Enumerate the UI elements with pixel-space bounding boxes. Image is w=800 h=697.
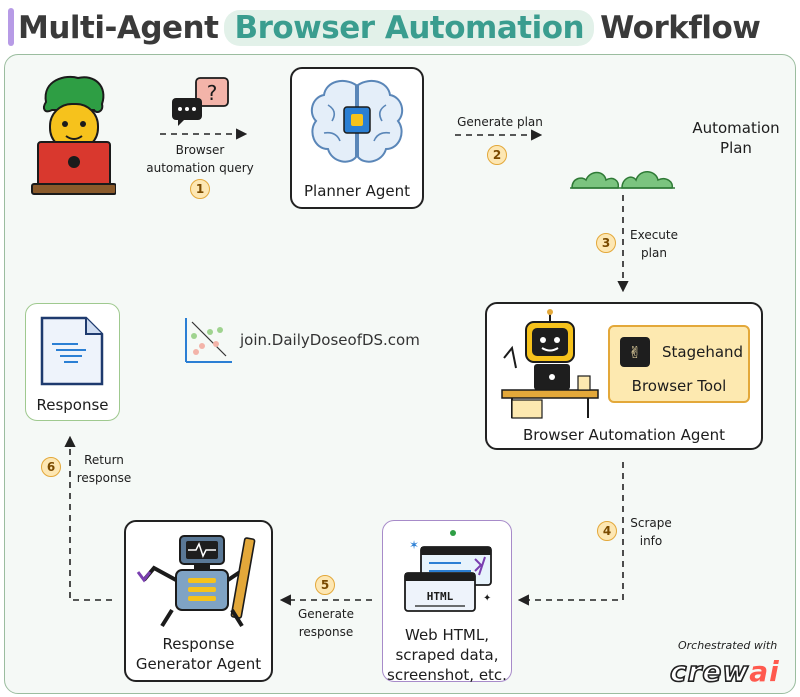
edge-step-3-line1: Execute (630, 228, 678, 242)
robot-at-desk-icon (501, 309, 599, 419)
brain-chip-icon (310, 79, 404, 163)
automation-plan-line1: Automation (692, 119, 780, 137)
arrow-step-4 (517, 462, 624, 606)
web-data-line1: Web HTML, (405, 626, 489, 644)
title-part-3: Workflow (600, 10, 761, 46)
tool-name: Stagehand (662, 343, 744, 361)
page-title: Multi-Agent Browser Automation Workflow (18, 6, 761, 50)
response-generator-agent-node: Response Generator Agent (124, 520, 273, 682)
title-accent-bar (8, 8, 14, 46)
edge-label-step-4: Scrape info (628, 514, 674, 550)
edge-step-5-line2: response (298, 625, 354, 639)
document-icon (40, 316, 104, 386)
step-badge-1: 1 (190, 179, 210, 199)
title-part-1: Multi-Agent (18, 10, 219, 46)
response-generator-line2: Generator Agent (135, 655, 262, 673)
svg-text:?: ? (207, 81, 218, 105)
step-badge-4: 4 (597, 521, 617, 541)
step-badge-5: 5 (315, 575, 335, 595)
stagehand-browser-tool: ✌ Stagehand Browser Tool (608, 325, 750, 403)
svg-text:✦: ✦ (483, 593, 491, 604)
svg-text:HTML: HTML (427, 590, 454, 603)
edge-step-4-line2: info (639, 534, 663, 548)
crewai-logo-crew: crew (669, 654, 750, 689)
web-data-line3: screenshot, etc. (387, 666, 507, 684)
web-data-label: Web HTML, scraped data, screenshot, etc. (383, 625, 511, 685)
edge-label-step-5: Generate response (286, 605, 366, 641)
planner-agent-node: Planner Agent (290, 67, 424, 209)
stagehand-logo-icon: ✌ (620, 337, 650, 367)
edge-label-step-2: Generate plan (440, 113, 560, 131)
svg-text:✶: ✶ (409, 538, 419, 552)
edge-label-step-1: Browser automation query (140, 141, 260, 177)
step-badge-6: 6 (41, 457, 61, 477)
crewai-logo-ai: ai (749, 655, 780, 688)
title-part-2-highlight: Browser Automation (224, 10, 595, 46)
planner-agent-label: Planner Agent (304, 182, 410, 200)
step-badge-2: 2 (487, 145, 507, 165)
bushes-icon (570, 171, 675, 189)
step-badge-3: 3 (596, 233, 616, 253)
edge-step-6-line2: response (76, 471, 132, 485)
scatter-plot-logo-icon (185, 318, 232, 363)
edge-step-3-line2: plan (641, 246, 667, 260)
response-generator-line1: Response (162, 635, 235, 653)
edge-step-6-line1: Return (84, 453, 124, 467)
response-generator-label: Response Generator Agent (126, 634, 271, 674)
html-window-icon: HTML ✶ ✦ (404, 530, 492, 612)
edge-step-1-line2: automation query (146, 161, 254, 175)
edge-step-2-line1: Generate plan (457, 115, 543, 129)
robot-with-pencil-icon (136, 535, 256, 628)
web-data-node: HTML ✶ ✦ Web HTML, scraped data, screens… (382, 520, 512, 685)
web-data-line2: scraped data, (395, 646, 499, 664)
user-at-laptop-icon (31, 75, 116, 195)
tool-subtitle: Browser Tool (631, 377, 727, 395)
edge-step-4-line1: Scrape (630, 516, 672, 530)
automation-plan-label: Automation Plan (686, 118, 786, 158)
edge-label-step-3: Execute plan (628, 226, 680, 262)
response-node: Response (25, 303, 120, 421)
edge-step-1-line1: Browser (175, 143, 225, 157)
crewai-logo: crewai (669, 654, 780, 689)
watermark-text: join.DailyDoseofDS.com (240, 331, 420, 349)
response-label: Response (36, 396, 109, 414)
browser-automation-agent-label: Browser Automation Agent (522, 426, 726, 444)
automation-plan-line2: Plan (720, 139, 752, 157)
orchestrated-with-label: Orchestrated with (678, 639, 778, 652)
edge-label-step-6: Return response (74, 451, 134, 487)
arrow-step-6 (64, 435, 112, 601)
edge-step-5-line1: Generate (297, 607, 355, 621)
chat-bubbles-icon: ? (172, 77, 229, 126)
